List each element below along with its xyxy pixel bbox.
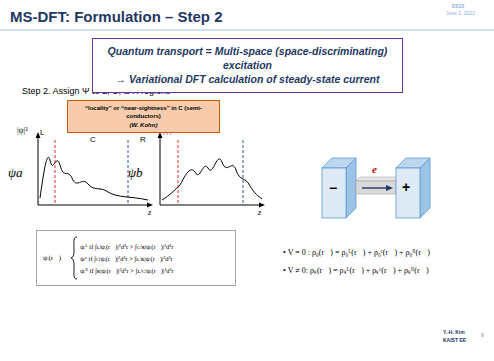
- date-text: June 1, 2022: [446, 11, 475, 17]
- emphasis-box: Quantum transport = Multi-space (space-d…: [92, 38, 403, 93]
- region-label: R: [140, 135, 146, 144]
- polarity-sign: +: [402, 179, 410, 195]
- quote-text: “locality” or “near-sightness” in C (sem…: [72, 104, 215, 121]
- equation-case: ψᵢᶜ if ∫ᴄ|ψᵢ(r⃗)|²d³r > ∫ʟ/ʀ|ψᵢ(r⃗)|²d³r: [80, 255, 174, 262]
- affiliation: KAIST EE: [443, 338, 466, 344]
- region-label: L: [40, 128, 44, 137]
- quote-box: “locality” or “near-sightness” in C (sem…: [67, 100, 220, 133]
- plot-a: [36, 132, 154, 208]
- box-subheading: → Variational DFT calculation of steady-…: [99, 72, 396, 86]
- axis-label: z: [148, 208, 151, 217]
- equation-cases: ψᵢᴸ if ∫ʟ|ψᵢ(r⃗)|²d³r > ∫ᴄ/ʀ|ψᵢ(r⃗)|²d³r…: [80, 243, 174, 274]
- bullet-equation: • V ≠ 0: ρₖ(r⃗) = ρₖᴸ(r⃗) + ρₖᶜ(r⃗) + ρₖ…: [283, 266, 429, 275]
- plot-b: [158, 132, 266, 208]
- bullet-equation: • V = 0 : ρ₀(r⃗) = ρ₀ᴸ(r⃗) + ρ₀ᶜ(r⃗) + ρ…: [283, 248, 430, 257]
- polarity-sign: −: [329, 180, 337, 196]
- page-number: 9: [481, 333, 484, 339]
- device-illustration: [322, 158, 430, 218]
- electron-label: e: [372, 163, 377, 176]
- author-name: Y.-H. Kim: [443, 330, 465, 336]
- equation-case: ψᵢᴿ if ∫ʀ|ψᵢ(r⃗)|²d³r > ∫ʟ/ᴄ|ψᵢ(r⃗)|²d³r: [80, 267, 174, 274]
- curly-brace: [70, 236, 78, 280]
- axis-label: |ψ|²: [17, 126, 28, 135]
- title-rule: [0, 30, 494, 31]
- box-heading: Quantum transport = Multi-space (space-d…: [99, 44, 396, 72]
- equation-case: ψᵢᴸ if ∫ʟ|ψᵢ(r⃗)|²d³r > ∫ᴄ/ʀ|ψᵢ(r⃗)|²d³r: [80, 243, 174, 250]
- axis-label: z: [258, 208, 261, 217]
- slide-title: MS-DFT: Formulation – Step 2: [10, 8, 223, 25]
- equation-box: ψᵢ(r⃗) ∈ ψᵢᴸ if ∫ʟ|ψᵢ(r⃗)|²d³r > ∫ᴄ/ʀ|ψᵢ(…: [36, 230, 236, 286]
- wavefunction-name: ψa: [8, 166, 23, 181]
- quote-author: (W. Kohn): [72, 121, 215, 129]
- conference-tag: ES22: [452, 4, 464, 10]
- region-label: C: [90, 135, 96, 144]
- wavefunction-name: ψb: [128, 166, 143, 181]
- equation-lhs: ψᵢ(r⃗) ∈: [43, 254, 68, 262]
